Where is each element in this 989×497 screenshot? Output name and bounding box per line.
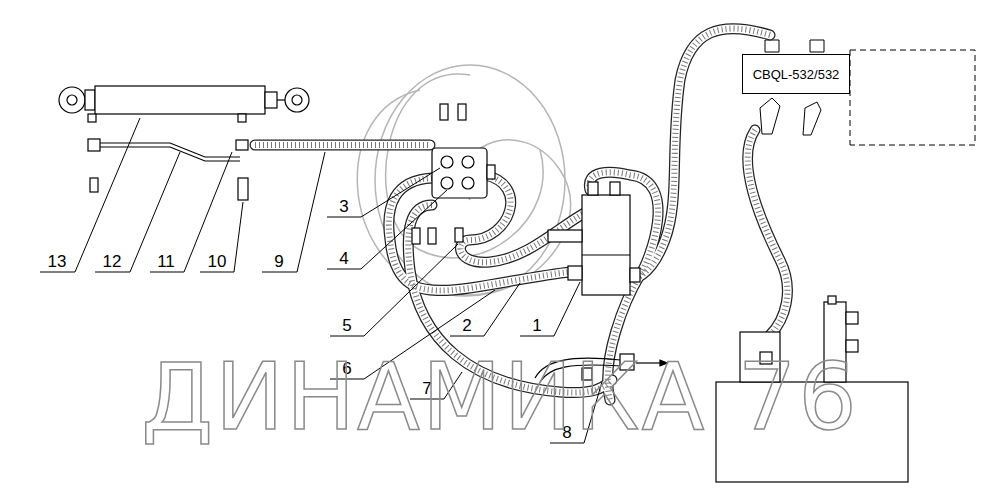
distributor-valve [412, 104, 495, 244]
watermark: ДИНАМИКА 76 [141, 352, 859, 444]
callout-number: 10 [208, 253, 227, 270]
callout-number: 11 [157, 253, 175, 270]
callout-number: 3 [339, 198, 348, 215]
rubber-hoses [255, 29, 787, 400]
callout-number: 2 [462, 317, 471, 334]
callout-number: 12 [103, 253, 122, 270]
steel-pipe [88, 139, 248, 200]
callout-number: 9 [274, 253, 283, 270]
pump-label-box: CBQL-532/532 [742, 54, 850, 94]
callout-number: 5 [342, 317, 351, 334]
hydraulic-cylinder [59, 86, 309, 122]
callout-number: 13 [48, 253, 67, 270]
pump-model: CBQL-532/532 [747, 67, 846, 82]
valve-block [548, 182, 640, 295]
callout-number: 4 [339, 250, 348, 267]
callout-number: 1 [532, 317, 541, 334]
